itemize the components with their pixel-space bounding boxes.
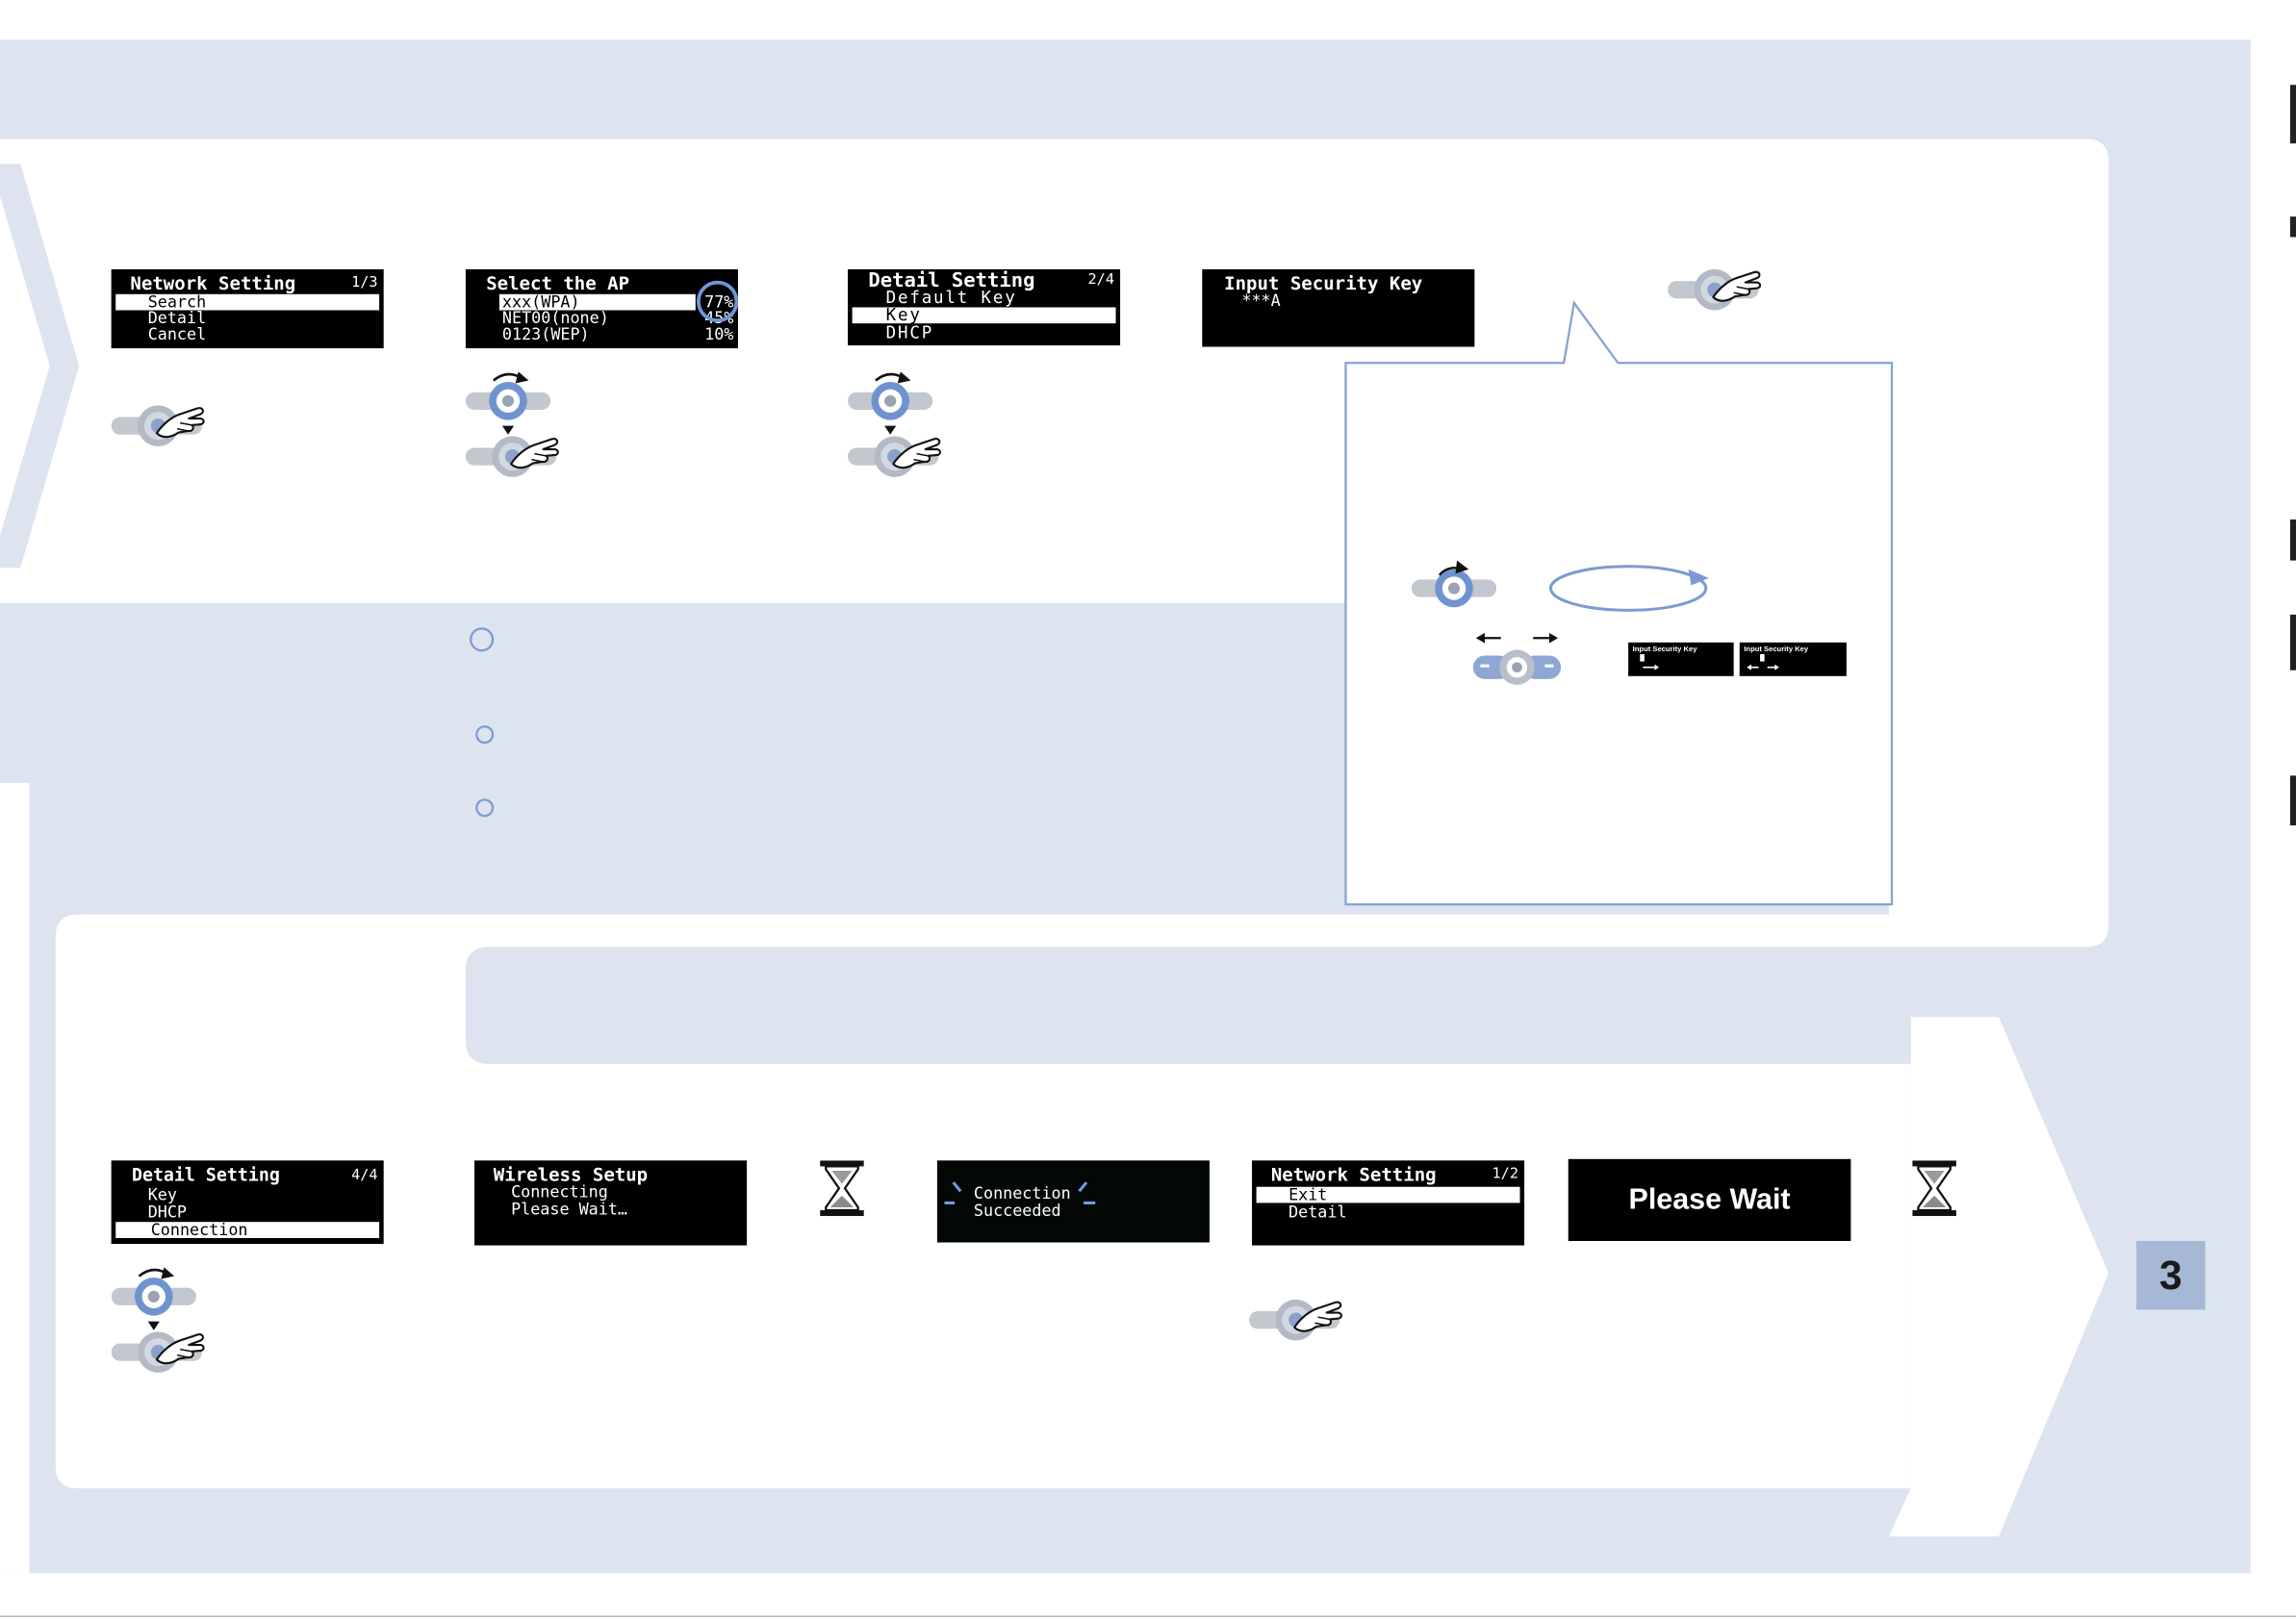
menu-item: Detail [1288,1202,1347,1223]
hourglass-icon [820,1160,864,1216]
lcd-status-line: Connection [973,1183,1071,1203]
menu-item: DHCP [147,1202,188,1223]
crop-mark [2289,614,2296,671]
ap-signal: 77% [704,292,734,313]
menu-item: Key [852,306,1116,324]
lcd-network-setting-exit: Network Setting 1/2 Exit Detail [1252,1160,1525,1246]
left-edge-panel [0,782,30,1574]
crop-mark [2289,519,2296,561]
ap-signal: 45% [704,308,734,328]
press-knob-icon [1249,1297,1345,1344]
lcd-page-indicator: 1/2 [1492,1166,1518,1183]
security-key-callout [1344,300,1894,906]
press-knob-icon [848,433,944,480]
hourglass-icon [1912,1160,1956,1216]
arrow-left-right-icon [1747,653,1779,671]
lcd-please-wait: Please Wait [1568,1158,1851,1242]
previous-step-chevron [0,164,80,569]
lcd-title: Network Setting [1270,1163,1437,1186]
lcd-title: Network Setting [130,271,296,294]
mini-lcd-cursor-move: Input Security Key [1739,642,1847,676]
lcd-status-line: Please Wait… [511,1200,628,1220]
lcd-network-setting: Network Setting 1/3 Search Detail Cancel [111,268,384,349]
lcd-connection-succeeded: Connection Succeeded [936,1160,1210,1243]
flow-arrow [1888,1017,2109,1537]
menu-item: Connection [115,1222,380,1238]
lcd-status-line: Connecting [511,1182,608,1202]
crop-mark [2289,775,2296,825]
page-bottom-rule [0,1615,2296,1617]
crop-mark [2289,216,2296,238]
ap-name: NET00(none) [501,308,609,328]
rotate-knob-icon [112,1263,196,1333]
lcd-detail-setting: Detail Setting 2/4 Default Key Key DHCP [848,268,1121,346]
note-bullet [475,725,495,745]
menu-item: Cancel [147,324,207,344]
menu-item: Search [115,293,380,311]
left-right-knob-icon [1473,629,1561,691]
menu-item: Detail [147,308,207,328]
rotate-knob-icon [848,367,932,438]
lcd-title: Detail Setting [868,268,1035,293]
crop-mark [2289,85,2296,144]
lcd-status-line: Succeeded [973,1201,1061,1221]
note-bullet [475,798,495,818]
lcd-page-indicator: 2/4 [1087,271,1114,289]
security-key-value: ***A [1241,291,1281,311]
lcd-title: Input Security Key [1224,271,1423,294]
rotate-knob-icon [466,367,550,438]
rotation-arrow-icon [1548,565,1709,612]
page-number-badge: 3 [2136,1241,2206,1310]
lcd-title: Select the AP [486,271,630,294]
note-bullet [470,627,495,652]
success-sparkle-icon [944,1181,1096,1204]
lcd-select-ap: Select the AP xxx(WPA) 77% NET00(none) 4… [465,268,738,349]
lcd-title: Detail Setting [131,1164,280,1186]
press-knob-icon [1668,266,1764,314]
press-knob-icon [112,402,208,449]
lcd-detail-setting-connection: Detail Setting 4/4 Key DHCP Connection [111,1160,384,1245]
lcd-page-indicator: 1/3 [351,274,378,291]
section-bar [465,947,1911,1064]
rotate-knob-icon [1412,558,1496,617]
please-wait-message: Please Wait [1628,1182,1791,1216]
menu-item: DHCP [885,321,934,342]
lcd-input-security-key: Input Security Key ***A [1202,268,1475,347]
mini-lcd-cursor: Input Security Key [1628,642,1734,676]
mini-lcd-title: Input Security Key [1632,645,1697,654]
mini-lcd-title: Input Security Key [1744,645,1809,654]
menu-item: Key [147,1185,177,1204]
press-knob-icon [112,1329,208,1376]
lcd-title: Wireless Setup [493,1163,649,1186]
ap-signal: 10% [704,324,734,344]
signal-highlight-circle [696,280,738,323]
menu-item: Exit [1256,1186,1520,1203]
press-knob-icon [466,433,562,480]
ap-name: 0123(WEP) [501,324,590,344]
arrow-right-icon [1640,653,1660,671]
lcd-wireless-setup: Wireless Setup Connecting Please Wait… [474,1160,748,1246]
lcd-page-indicator: 4/4 [351,1167,378,1184]
menu-item: Default Key [885,287,1017,308]
ap-name: xxx(WPA) [498,293,696,311]
